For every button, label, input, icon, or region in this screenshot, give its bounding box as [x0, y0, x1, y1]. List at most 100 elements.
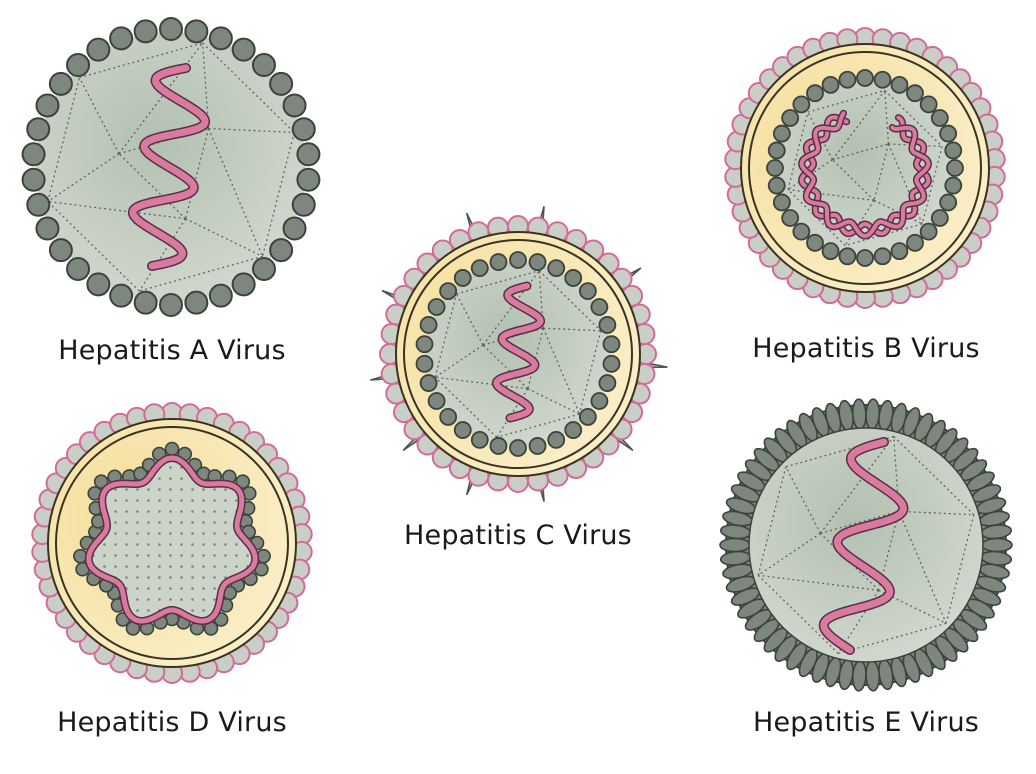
capsomere: [109, 26, 134, 51]
capsomere: [598, 374, 617, 392]
core-capsomere: [930, 109, 949, 127]
core-capsomere: [930, 209, 949, 227]
core-capsomere: [806, 233, 824, 252]
capsomere: [489, 253, 508, 271]
capsomere: [415, 354, 434, 373]
capsomere: [296, 142, 321, 167]
core-capsomere: [792, 222, 811, 241]
core-capsomere: [766, 159, 784, 177]
capsomere: [427, 298, 446, 316]
capsid-body: [748, 427, 984, 663]
capsomere: [590, 298, 609, 316]
core-capsomere: [821, 75, 840, 94]
envelope-inner-line: [55, 426, 289, 660]
core-capsomere: [806, 84, 824, 103]
capsomere: [470, 430, 489, 449]
capsomere: [296, 167, 321, 192]
capsomere: [427, 392, 446, 410]
hepatitis-d-virus: [31, 402, 313, 684]
hepatitis-e-virus: [719, 398, 1013, 692]
core-capsomere: [890, 75, 909, 94]
rna-strand: [129, 64, 209, 270]
core-capsomere: [919, 95, 938, 114]
capsomere: [26, 117, 51, 142]
delta-antigen: [235, 474, 251, 489]
capsomere: [590, 392, 609, 410]
core-capsomere: [906, 233, 924, 252]
capsomere: [528, 253, 547, 271]
capsomere: [470, 259, 489, 278]
capsomere: [66, 53, 91, 78]
core-capsomere: [873, 70, 892, 89]
capsomere: [159, 17, 183, 41]
hepatitis-d-label: Hepatitis D Virus: [57, 707, 287, 738]
hepatitis-e-label: Hepatitis E Virus: [752, 707, 980, 738]
capsomere: [291, 117, 316, 142]
capsomere: [26, 192, 51, 217]
core-capsomere: [939, 124, 958, 143]
rna-strand: [820, 438, 907, 654]
capsomere: [66, 256, 91, 281]
capsomere: [578, 407, 597, 426]
capsomere: [439, 282, 458, 301]
core-capsomere: [873, 247, 892, 266]
core-capsomere: [944, 176, 963, 195]
capsomere: [208, 283, 233, 308]
rna-strand: [493, 283, 544, 421]
capsomere: [133, 19, 158, 44]
capsomere: [269, 71, 294, 96]
core-capsomere: [821, 242, 840, 261]
core-dot-pattern: [88, 458, 256, 621]
core-capsomere: [906, 84, 924, 103]
capsomere: [547, 259, 566, 278]
delta-antigen: [93, 474, 109, 489]
capsomere: [719, 537, 751, 553]
capsomere: [598, 316, 617, 334]
capsomere: [231, 37, 256, 62]
capsomere: [602, 354, 621, 373]
capsomere: [231, 272, 256, 297]
dna-strand-2: [799, 111, 931, 239]
capsomere: [419, 316, 438, 334]
capsomere: [419, 374, 438, 392]
hepatitis-a-virus: [21, 17, 321, 317]
core-capsomere: [856, 69, 874, 87]
capsomere: [453, 269, 472, 287]
core-capsomere: [781, 109, 800, 127]
capsomere: [291, 192, 316, 217]
core-capsomere: [772, 124, 791, 143]
capsomere: [21, 142, 46, 167]
capsomere: [564, 421, 583, 439]
capsomere: [86, 272, 111, 297]
hepatitis-c-virus: [370, 206, 668, 502]
core-capsomere: [939, 193, 958, 212]
delta-antigen: [164, 441, 180, 457]
core-capsomere: [856, 249, 874, 267]
capsomere: [981, 537, 1013, 553]
capsomere: [415, 335, 434, 354]
hepatitis-a-label: Hepatitis A Virus: [58, 335, 286, 366]
rna-ring: [86, 455, 258, 624]
capsomere: [528, 437, 547, 455]
capsomere: [35, 216, 60, 241]
capsomere: [251, 256, 276, 281]
capsomere: [48, 71, 73, 96]
capsomere: [184, 290, 209, 315]
capsomere: [578, 282, 597, 301]
capsomere: [489, 437, 508, 455]
capsomere: [602, 335, 621, 354]
capsomere: [439, 407, 458, 426]
capsomere: [86, 37, 111, 62]
capsomere: [184, 19, 209, 44]
core-capsomere: [946, 159, 964, 177]
capsomere: [133, 290, 158, 315]
envelope-inner-line: [403, 239, 633, 469]
capsomere: [35, 93, 60, 118]
capsomere: [547, 430, 566, 449]
hepatitis-b-label: Hepatitis B Virus: [752, 333, 980, 364]
core-capsomere: [838, 70, 857, 89]
hepatitis-c-label: Hepatitis C Virus: [404, 520, 632, 551]
core-capsomere: [919, 222, 938, 241]
capsomere: [453, 421, 472, 439]
